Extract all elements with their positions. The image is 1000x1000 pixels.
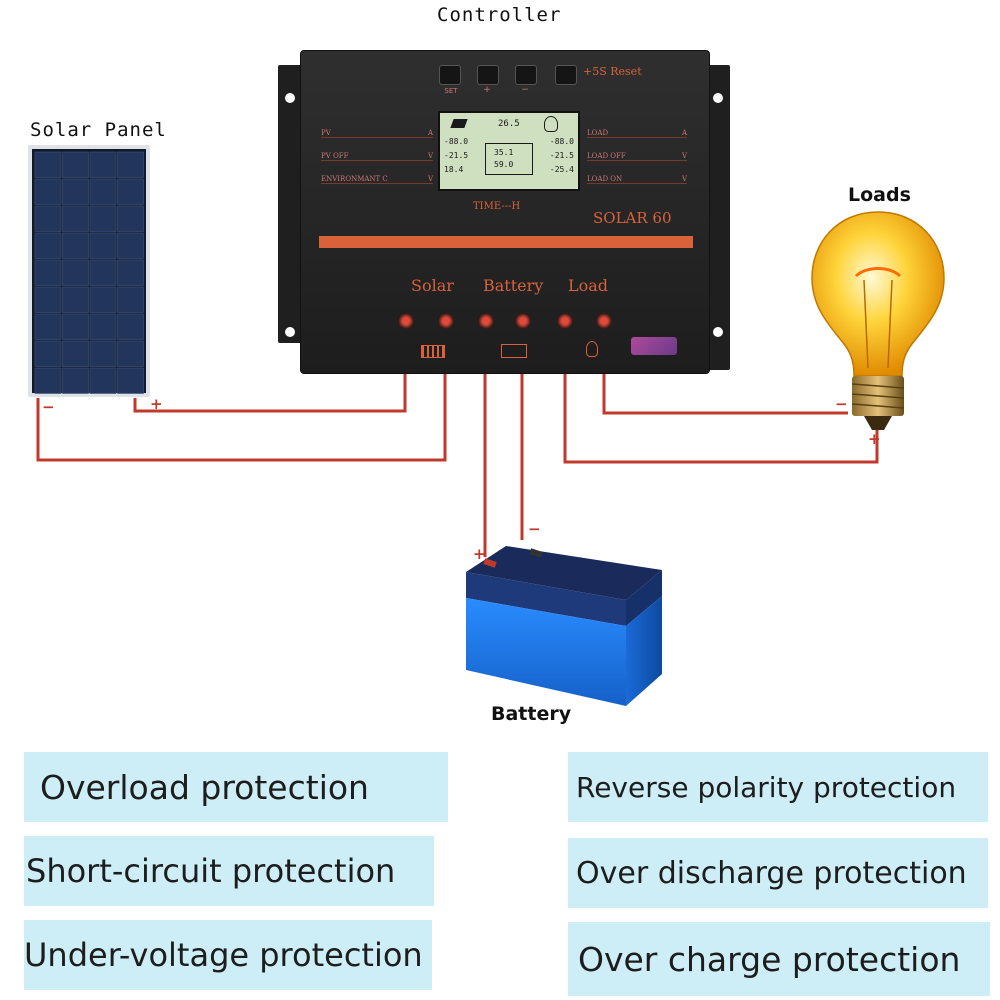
feature-overload: Overload protection <box>24 752 448 822</box>
set-button[interactable] <box>439 65 461 85</box>
accent-bar <box>319 236 693 248</box>
solar-negative-terminal <box>438 313 454 329</box>
controller-right-bracket <box>706 65 730 370</box>
feature-over-charge: Over charge protection <box>568 922 990 996</box>
solar-cell <box>34 286 62 313</box>
feature-under-voltage: Under-voltage protection <box>24 920 432 990</box>
solar-cell <box>89 367 117 394</box>
solar-lcd-icon <box>450 119 468 128</box>
solar-cell <box>117 259 144 286</box>
solar-cell <box>117 151 144 178</box>
battery-positive-terminal <box>478 313 494 329</box>
load-positive-mark: + <box>868 430 881 448</box>
plus-button[interactable] <box>477 65 499 85</box>
plus-button-label: + <box>483 85 491 95</box>
solar-cell <box>89 259 117 286</box>
solar-cell <box>34 367 62 394</box>
model-label: SOLAR 60 <box>593 209 672 227</box>
solar-cell <box>62 313 89 340</box>
solar-cell <box>62 178 89 205</box>
lcd-display: 26.5 -88.0 -21.5 18.4 35.1 59.0 -88.0 -2… <box>438 111 580 191</box>
solar-terminal-icon <box>421 345 445 358</box>
solar-cell <box>117 313 144 340</box>
solar-cell <box>62 151 89 178</box>
feature-short-circuit: Short-circuit protection <box>24 836 434 906</box>
solar-panel <box>28 145 150 397</box>
controller-label: Controller <box>437 4 562 26</box>
solar-cell <box>117 205 144 232</box>
solar-cell <box>34 178 62 205</box>
load-positive-terminal <box>557 313 573 329</box>
solar-cell <box>117 367 144 394</box>
bulb-terminal-icon <box>586 341 598 357</box>
solar-positive-terminal <box>398 313 414 329</box>
wire-load-positive <box>563 325 879 464</box>
battery-negative-terminal <box>515 313 531 329</box>
solar-cell <box>34 232 62 259</box>
bulb-lcd-icon <box>544 116 558 132</box>
solar-cell <box>34 205 62 232</box>
solar-cell <box>62 259 89 286</box>
solar-cell <box>117 178 144 205</box>
solar-positive-mark: + <box>150 395 163 413</box>
solar-cell <box>34 259 62 286</box>
battery-negative-mark: − <box>528 520 541 538</box>
solar-cell <box>89 313 117 340</box>
solar-cell <box>89 205 117 232</box>
brand-logo <box>631 337 677 355</box>
terminal-solar-label: Solar <box>411 276 454 295</box>
set-button-label: SET <box>444 87 458 95</box>
reset-button[interactable] <box>555 65 577 85</box>
solar-panel-label: Solar Panel <box>30 119 167 141</box>
solar-cell <box>62 367 89 394</box>
battery-lcd-icon: 35.1 59.0 <box>485 143 533 175</box>
solar-cell <box>89 178 117 205</box>
solar-negative-mark: − <box>42 398 55 416</box>
solar-cell <box>89 340 117 367</box>
solar-cell <box>34 151 62 178</box>
time-label: TIME---H <box>473 201 521 212</box>
minus-button[interactable] <box>515 65 537 85</box>
feature-reverse-polarity: Reverse polarity protection <box>568 752 988 822</box>
solar-cell <box>62 286 89 313</box>
load-negative-mark: − <box>835 395 848 413</box>
solar-cell <box>62 205 89 232</box>
battery-illustration <box>466 546 662 706</box>
loads-label: Loads <box>848 184 911 206</box>
wire-solar-negative <box>36 325 447 462</box>
solar-cell <box>89 232 117 259</box>
terminal-load-label: Load <box>568 276 609 295</box>
solar-cell <box>117 286 144 313</box>
solar-cell <box>89 286 117 313</box>
solar-cell <box>62 232 89 259</box>
load-negative-terminal <box>596 313 612 329</box>
solar-cell <box>34 313 62 340</box>
solar-cell <box>34 340 62 367</box>
feature-over-discharge: Over discharge protection <box>568 838 988 908</box>
minus-button-label: − <box>521 85 529 95</box>
battery-positive-mark: + <box>473 545 486 563</box>
solar-cell <box>117 340 144 367</box>
terminal-battery-label: Battery <box>483 276 544 295</box>
controller-left-bracket <box>278 65 302 343</box>
light-bulb <box>811 211 945 430</box>
battery-terminal-icon <box>501 344 527 358</box>
solar-cell <box>89 151 117 178</box>
solar-cell <box>117 232 144 259</box>
solar-cell <box>62 340 89 367</box>
battery-label: Battery <box>491 703 572 725</box>
reset-label: +5S Reset <box>583 65 642 78</box>
